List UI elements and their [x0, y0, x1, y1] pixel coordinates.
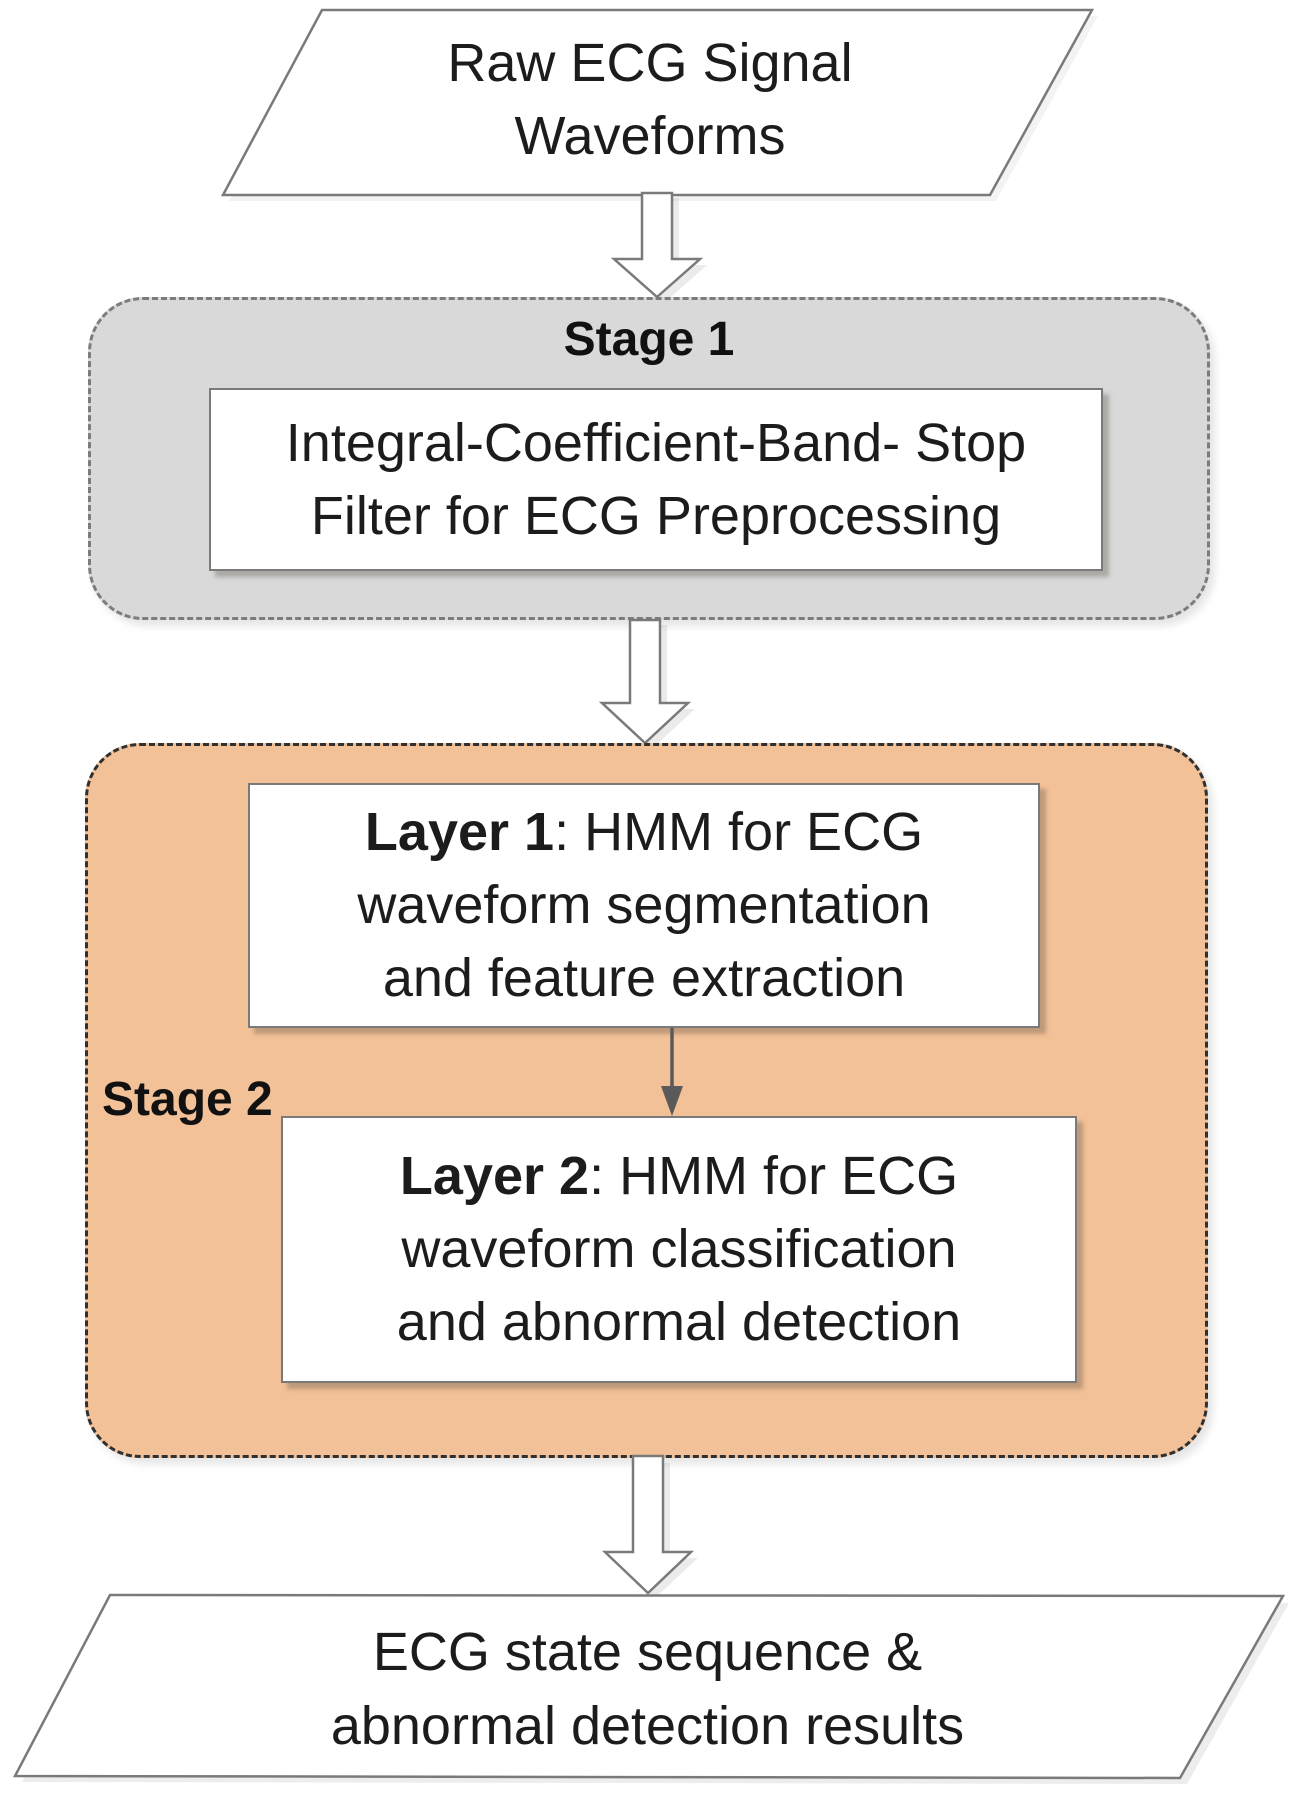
down-arrow-icon	[601, 1454, 698, 1598]
layer1-box: Layer 1: HMM for ECG waveform segmentati…	[248, 783, 1040, 1028]
input-line-1: Raw ECG Signal	[447, 33, 853, 93]
layer1-line-1: Layer 1: HMM for ECG	[250, 796, 1038, 869]
stage2-label: Stage 2	[102, 1073, 273, 1126]
layer2-line-3: and abnormal detection	[396, 1292, 962, 1352]
arrow-outline	[601, 1454, 695, 1595]
down-arrow-icon	[598, 618, 695, 749]
parallelogram-outline	[220, 8, 1095, 197]
arrow-outline	[598, 618, 692, 745]
layer1-title: Layer 1	[364, 802, 555, 862]
output-parallelogram: ECG state sequence & abnormal detection …	[5, 1590, 1290, 1790]
layer1-title-rest: : HMM for ECG	[554, 802, 924, 862]
layer2-line-2: waveform classification	[401, 1219, 957, 1279]
input-parallelogram: Raw ECG Signal Waveforms	[200, 5, 1100, 201]
stage1-process-box: Integral-Coefficient-Band- Stop Filter f…	[209, 388, 1103, 571]
input-line-2: Waveforms	[514, 106, 786, 166]
layer2-title: Layer 2	[399, 1146, 590, 1206]
stage1-box-line-2: Filter for ECG Preprocessing	[310, 485, 1002, 546]
output-line-1: ECG state sequence &	[372, 1622, 923, 1682]
layer1-line-3: and feature extraction	[382, 948, 906, 1008]
connector-arrowhead	[661, 1086, 683, 1116]
layer1-line-2: waveform segmentation	[357, 875, 931, 935]
down-arrow-icon	[610, 191, 707, 303]
parallelogram-shape	[220, 8, 1098, 201]
input-node-text: Raw ECG Signal Waveforms	[200, 27, 1100, 173]
layer2-box: Layer 2: HMM for ECG waveform classifica…	[281, 1116, 1077, 1383]
stage1-group: Stage 1 Integral-Coefficient-Band- Stop …	[88, 297, 1210, 620]
layer2-title-rest: : HMM for ECG	[589, 1146, 959, 1206]
stage1-box-line-1: Integral-Coefficient-Band- Stop	[285, 412, 1027, 473]
output-node-text: ECG state sequence & abnormal detection …	[5, 1615, 1290, 1763]
stage1-label: Stage 1	[563, 313, 735, 366]
layer2-line-1: Layer 2: HMM for ECG	[283, 1140, 1075, 1213]
stage2-group: Stage 2 Layer 1: HMM for ECG waveform se…	[85, 743, 1208, 1458]
arrow-outline	[610, 191, 704, 299]
connector-arrow-icon	[661, 1028, 683, 1116]
parallelogram-shape	[12, 1593, 1289, 1784]
parallelogram-outline	[12, 1593, 1286, 1780]
output-line-2: abnormal detection results	[330, 1696, 965, 1756]
